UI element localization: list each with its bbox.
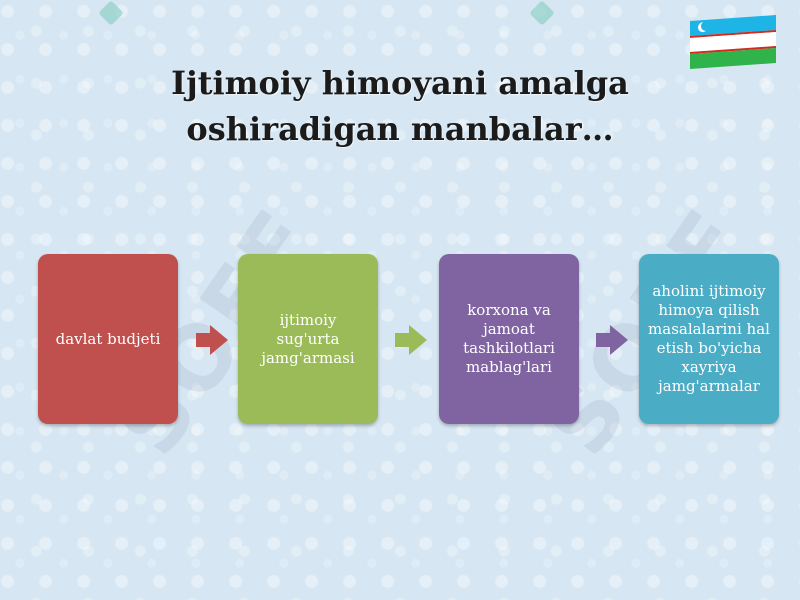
arrow-head xyxy=(210,325,228,355)
right-arrow-icon xyxy=(196,325,228,355)
arrow-shaft xyxy=(395,333,411,347)
uzbekistan-flag-icon xyxy=(690,14,776,70)
flow-step-3: korxona va jamoat tashkilotlari mablag'l… xyxy=(439,254,579,424)
flow-step-label: korxona va jamoat tashkilotlari mablag'l… xyxy=(463,301,555,376)
slide-title: Ijtimoiy himoyani amalga oshiradigan man… xyxy=(171,64,629,148)
flow-step-2: ijtimoiy sug'urta jamg'armasi xyxy=(238,254,378,424)
decorative-diamond-icon xyxy=(98,0,124,26)
decorative-diamond-icon xyxy=(529,0,555,26)
flow-step-label: ijtimoiy sug'urta jamg'armasi xyxy=(261,310,355,367)
flow-step-label: davlat budjeti xyxy=(55,329,161,348)
arrow-shaft xyxy=(596,333,612,347)
right-arrow-icon xyxy=(395,325,427,355)
flow-step-1: davlat budjeti xyxy=(38,254,178,424)
arrow-head xyxy=(409,325,427,355)
flow-step-4: aholini ijtimoiy himoya qilish masalalar… xyxy=(639,254,779,424)
flow-step-label: aholini ijtimoiy himoya qilish masalalar… xyxy=(648,282,770,395)
arrow-shaft xyxy=(196,333,212,347)
arrow-head xyxy=(610,325,628,355)
right-arrow-icon xyxy=(596,325,628,355)
